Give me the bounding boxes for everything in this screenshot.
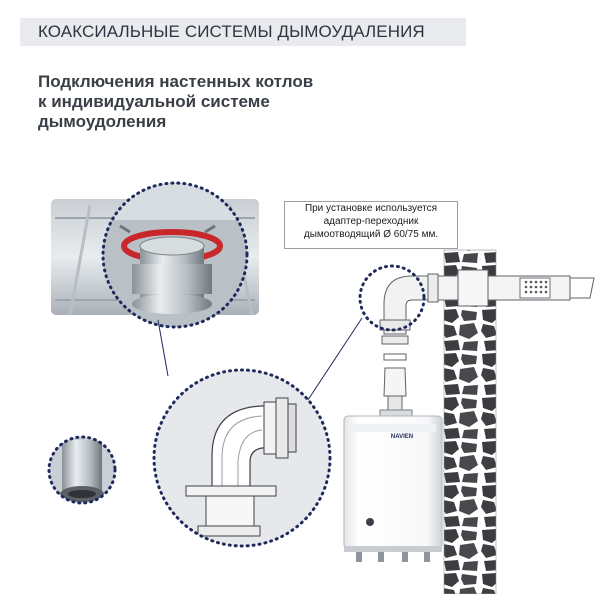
page-heading: Подключения настенных котлов к индивидуа… [38,72,368,132]
pipe-end-magnifier-ring [47,435,117,505]
pipe-end-photo [49,437,115,503]
section-title-bar [20,18,466,46]
coaxial-flue-pipe [419,269,595,307]
adapter-note: При установке используется адаптер-перех… [284,201,458,249]
elbow-closeup [185,397,297,537]
note-line-1: При установке используется [304,203,438,214]
boiler-brand-label: NAVIEN [391,434,413,440]
heading-line-3: дымоудоления [38,112,167,131]
elbow-magnifier-ring [358,264,426,332]
wall-boiler: NAVIEN [343,409,443,562]
heading-line-1: Подключения настенных котлов [38,72,314,91]
flue-elbow [379,275,429,413]
seal-magnifier-ring [101,181,249,329]
heading-line-2: к индивидуальной системе [38,92,270,111]
note-line-2: адаптер-переходник [323,216,419,227]
stone-wall [444,250,496,594]
note-line-3: дымоотводящий Ø 60/75 мм. [303,229,439,240]
section-title: КОАКСИАЛЬНЫЕ СИСТЕМЫ ДЫМОУДАЛЕНИЯ [38,22,425,41]
elbow-closeup-ring [152,368,332,548]
